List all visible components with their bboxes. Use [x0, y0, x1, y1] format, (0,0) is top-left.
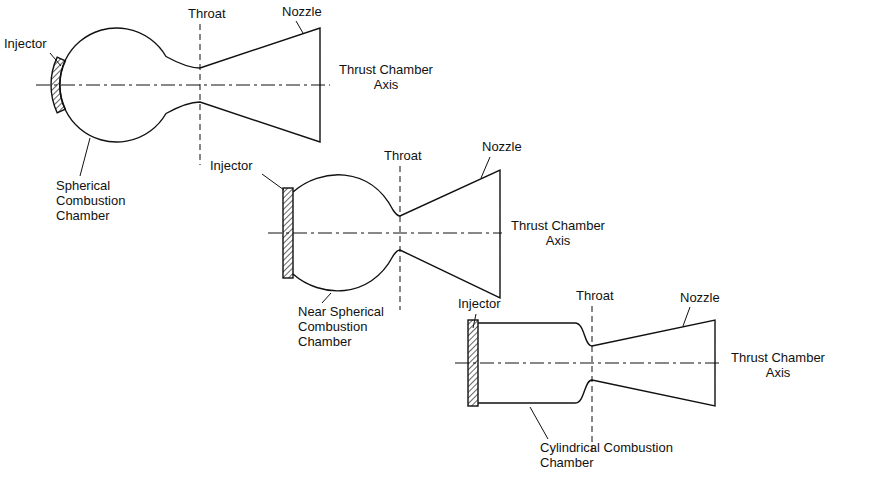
leader-line — [322, 293, 331, 303]
part-label: Nozzle — [482, 139, 542, 154]
leader-line — [262, 174, 284, 190]
part-label: Nozzle — [282, 4, 342, 19]
leader-line — [683, 307, 690, 326]
part-label: Throat — [384, 148, 444, 163]
leader-line — [80, 138, 90, 176]
axis-line — [455, 363, 722, 364]
part-label: Spherical Combustion Chamber — [56, 178, 146, 223]
part-label: Injector — [4, 36, 74, 51]
leader-line — [473, 314, 476, 328]
throat-line — [592, 306, 593, 455]
part-label: Thrust Chamber Axis — [728, 350, 828, 380]
leader-line — [296, 21, 303, 33]
axis-line — [36, 85, 330, 86]
part-label: Cylindrical Combustion Chamber — [540, 440, 710, 470]
leader-line — [50, 53, 61, 66]
part-label: Injector — [458, 296, 528, 311]
part-label: Thrust Chamber Axis — [336, 62, 436, 92]
part-label: Throat — [188, 6, 248, 21]
near-spherical-chamber-outline — [293, 170, 500, 298]
part-label: Thrust Chamber Axis — [508, 218, 608, 248]
part-label: Near Spherical Combustion Chamber — [298, 304, 408, 349]
part-label: Injector — [210, 158, 270, 173]
part-label: Throat — [576, 288, 636, 303]
leader-line — [481, 157, 490, 178]
throat-line — [200, 24, 201, 165]
throat-line — [400, 166, 401, 310]
axis-line — [268, 233, 502, 234]
leader-line — [530, 407, 548, 439]
part-label: Nozzle — [680, 290, 740, 305]
